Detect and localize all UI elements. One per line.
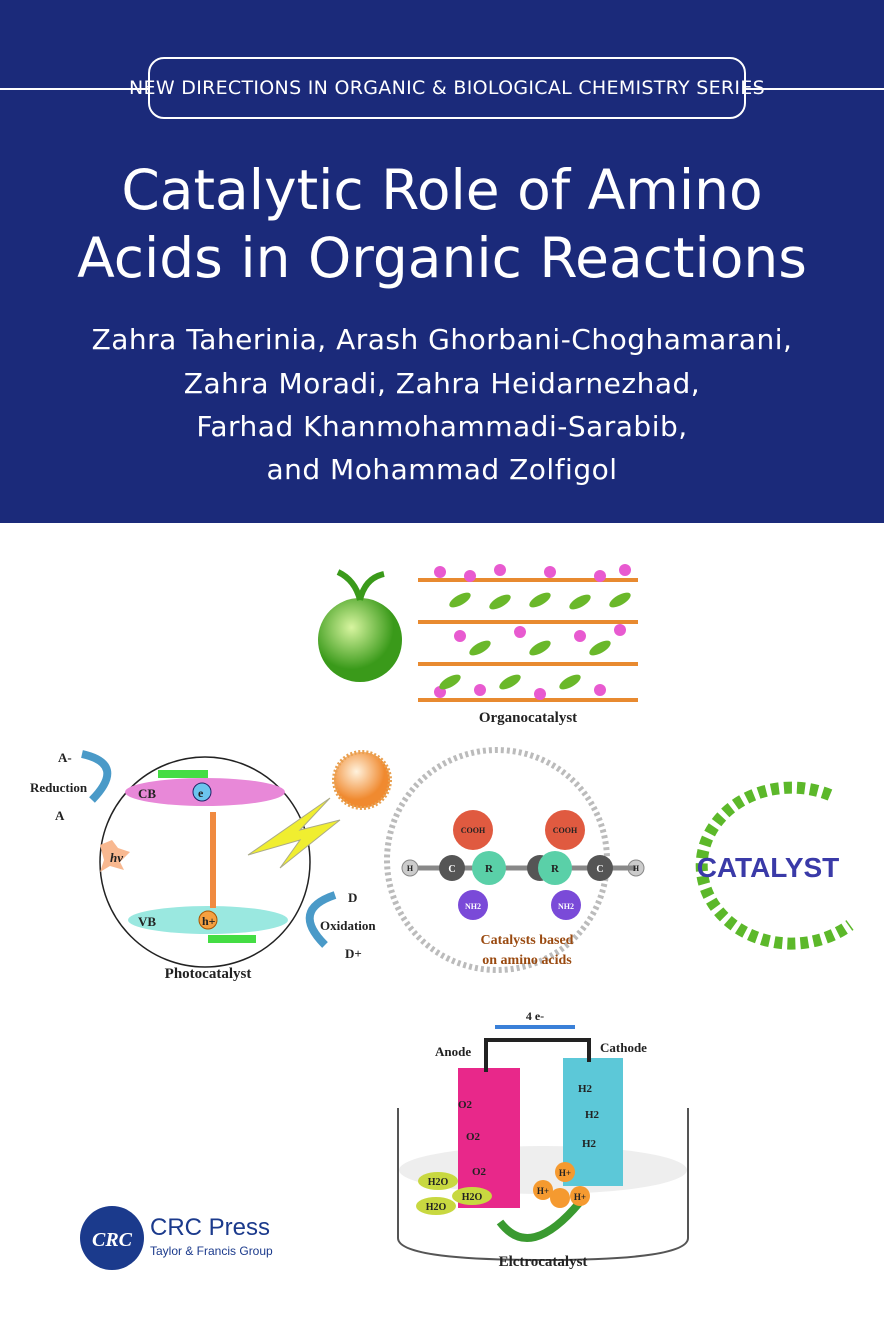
authors-line-3: Farhad Khanmohammadi-Sarabib, [196, 410, 688, 443]
h-label: H [407, 864, 414, 873]
series-name: NEW DIRECTIONS IN ORGANIC & BIOLOGICAL C… [129, 57, 765, 119]
hplus-label: H+ [559, 1168, 571, 1178]
h2-label: H2 [578, 1083, 593, 1095]
amino-caption-line-1: Catalysts based [481, 933, 574, 948]
h2-label: H2 [582, 1138, 597, 1150]
a-label: A [55, 808, 65, 823]
crc-logo-text: CRC [92, 1229, 133, 1251]
organocatalyst-caption: Organocatalyst [479, 710, 577, 726]
electrocatalyst-diagram: 4 e- Anode Cathode O2 O2 O2 H2 H2 H2 H2O… [397, 1009, 689, 1270]
catalyst-diagram: CATALYST [695, 781, 854, 950]
hplus-label: H+ [574, 1192, 586, 1202]
cooh-label: COOH [553, 826, 578, 835]
h-label: H [633, 864, 640, 873]
r-label: R [551, 863, 560, 875]
nh2-label: NH2 [465, 902, 481, 911]
nh2-label: NH2 [558, 902, 574, 911]
globe-icon [318, 598, 402, 682]
h2o-label: H2O [462, 1192, 483, 1203]
photocatalyst-caption: Photocatalyst [165, 966, 252, 982]
d-label: D [348, 890, 357, 905]
vb-label: VB [138, 914, 156, 929]
divider [0, 88, 150, 90]
reduction-label: Reduction [30, 780, 88, 795]
r-label: R [485, 863, 494, 875]
c-label: C [448, 864, 455, 875]
amino-caption-line-2: on amino acids [482, 953, 572, 968]
cathode-label: Cathode [600, 1040, 647, 1055]
authors-line-2: Zahra Moradi, Zahra Heidarnezhad, [183, 367, 701, 400]
photocatalyst-diagram: CB VB e h+ hv A- Reduction A D Oxidation… [30, 750, 392, 982]
a-minus-label: A- [58, 750, 72, 765]
lightning-icon [247, 797, 341, 869]
h2-label: H2 [585, 1109, 600, 1121]
crc-logo: CRC [80, 1206, 144, 1270]
book-title-line-1: Catalytic Role of Amino [121, 158, 763, 222]
cover-header: NEW DIRECTIONS IN ORGANIC & BIOLOGICAL C… [0, 0, 884, 523]
amino-acid-diagram: COOH COOH R R C C H H NH2 NH2 Catalysts … [384, 747, 645, 973]
publisher-name: CRC Press [150, 1214, 271, 1241]
cooh-label: COOH [461, 826, 486, 835]
divider [744, 88, 884, 90]
h2o-label: H2O [426, 1202, 447, 1213]
hole-label: h+ [202, 914, 216, 928]
authors-line-1: Zahra Taherinia, Arash Ghorbani-Choghama… [91, 323, 793, 356]
authors-line-4: and Mohammad Zolfigol [266, 453, 618, 486]
o2-label: O2 [466, 1131, 481, 1143]
electrons-label: 4 e- [526, 1009, 544, 1023]
electron-label: e [198, 786, 204, 800]
o2-label: O2 [472, 1166, 487, 1178]
organocatalyst-diagram: Organocatalyst [318, 564, 638, 726]
d-plus-label: D+ [345, 946, 362, 961]
hv-label: hv [110, 850, 123, 865]
sun-icon [332, 750, 392, 810]
cb-label: CB [138, 786, 156, 801]
hplus-label: H+ [537, 1186, 549, 1196]
o2-label: O2 [458, 1099, 473, 1111]
oxidation-label: Oxidation [320, 918, 376, 933]
h2o-label: H2O [428, 1177, 449, 1188]
c-label: C [596, 864, 603, 875]
publisher-group: Taylor & Francis Group [150, 1244, 273, 1258]
catalyst-label: CATALYST [697, 852, 840, 883]
electrocatalyst-caption: Elctrocatalyst [499, 1254, 588, 1270]
book-title-line-2: Acids in Organic Reactions [77, 226, 807, 290]
anode-label: Anode [435, 1044, 471, 1059]
